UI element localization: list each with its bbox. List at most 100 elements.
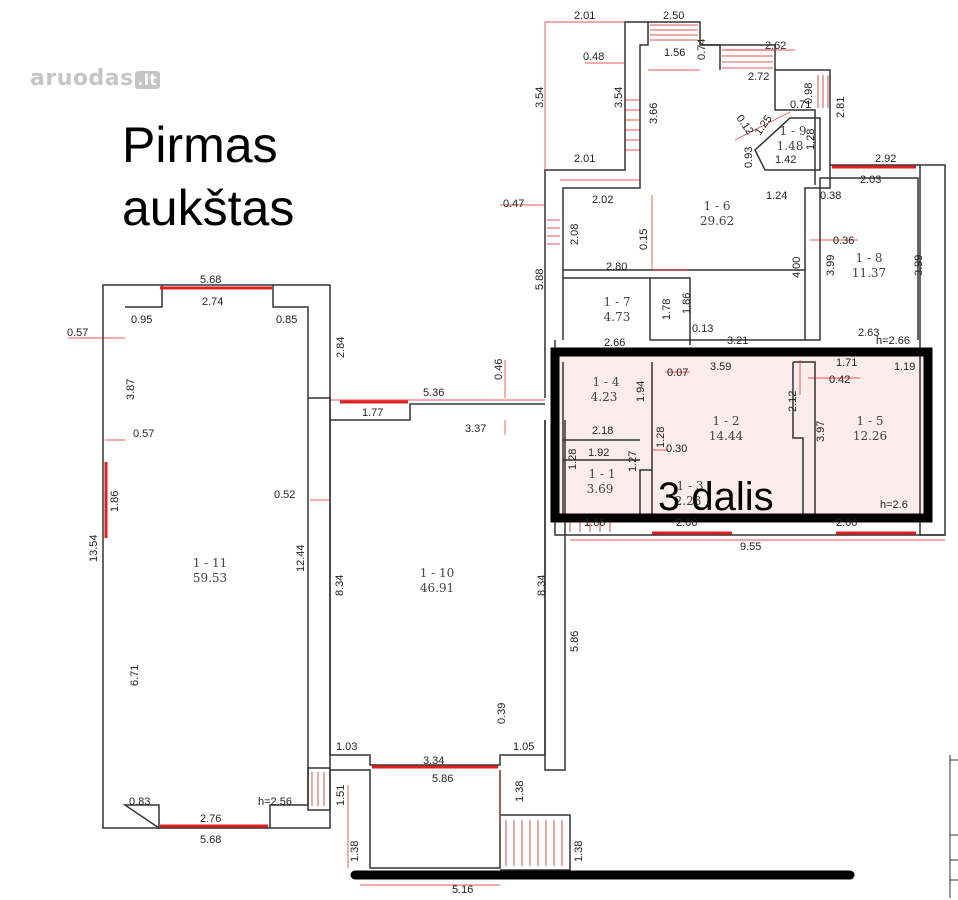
room-label: 1 - 2 (713, 414, 740, 428)
dimension-label: 2.72 (748, 71, 769, 83)
dimension-label: 1.03 (336, 741, 357, 753)
dimension-label: 1.51 (335, 785, 347, 806)
room-label: 1 - 3 (677, 479, 704, 493)
room-area: 12.26 (853, 429, 887, 443)
section-highlight (555, 352, 928, 518)
dimension-label: 1.24 (766, 190, 787, 202)
dimension-label: 5.88 (534, 269, 546, 290)
dimension-label: 1.38 (349, 841, 361, 862)
dimension-label: 1.38 (573, 841, 585, 862)
dimension-label: 2.06 (676, 517, 697, 529)
dimension-label: 2.12 (787, 391, 799, 412)
dimension-label: 1.28 (567, 449, 579, 470)
dimension-label: h=2.56 (258, 796, 292, 808)
dimension-label: 0.83 (129, 796, 150, 808)
dimension-label: 3.99 (825, 255, 837, 276)
dimension-label: 6.71 (129, 665, 141, 686)
room-area: 1.48 (777, 139, 804, 153)
dimension-label: 0.39 (496, 703, 508, 724)
room-area: 3.69 (587, 482, 614, 496)
dimension-label: 0.36 (833, 235, 854, 247)
dimension-label: 1.92 (588, 447, 609, 459)
dimension-label: 0.38 (820, 190, 841, 202)
logo-tld: .lt (134, 71, 161, 89)
corner-table (949, 755, 958, 898)
room-label: 1 - 11 (193, 556, 228, 570)
room-area: 14.44 (709, 429, 744, 443)
dimension-label: 0.93 (743, 147, 755, 168)
dimension-label: 2.81 (835, 97, 847, 118)
dimension-label: 1.05 (513, 741, 534, 753)
room-label: 1 - 4 (593, 375, 620, 389)
room-label: 1 - 10 (420, 566, 455, 580)
room-label: 1 - 6 (704, 199, 731, 213)
dimension-label: 8.34 (536, 575, 548, 596)
dimension-label: 9.55 (740, 541, 761, 553)
dimension-label: 2.66 (604, 337, 625, 349)
dimension-label: 1.28 (655, 427, 667, 448)
dimension-label: 1.56 (664, 47, 685, 59)
dimension-label: 2.01 (574, 10, 595, 22)
dimension-label: 3.99 (913, 255, 925, 276)
room-labels: 1 - 11 59.53 1 - 10 46.91 1 - 6 29.62 1 … (193, 124, 887, 595)
dimension-label: 3.87 (125, 379, 137, 400)
dimension-label: 2.80 (606, 261, 627, 273)
dimension-label: 1.78 (661, 299, 673, 320)
dimension-label: 2.50 (663, 10, 684, 22)
floor-title-line-1: Pirmas (122, 117, 278, 173)
dimension-label: 2.74 (202, 296, 223, 308)
dimension-label: 1.94 (635, 381, 647, 402)
dimension-label: 5.68 (200, 274, 221, 286)
dimension-label: 8.34 (334, 575, 346, 596)
dimension-label: 1.28 (805, 129, 817, 150)
dimension-lines (68, 21, 945, 886)
dimension-label: 1.86 (681, 293, 693, 314)
dimension-label: 0.52 (274, 489, 295, 501)
dimension-label: 1.42 (775, 154, 796, 166)
openings (104, 165, 916, 828)
dimension-label: 3.97 (815, 421, 827, 442)
dimension-label: 3.37 (465, 423, 486, 435)
room-area: 59.53 (193, 571, 227, 585)
room-area: 29.62 (700, 214, 734, 228)
dimension-label: 5.86 (569, 631, 581, 652)
dimension-label: 2.00 (836, 517, 857, 529)
dimension-label: 1.86 (109, 491, 121, 512)
room-label: 1 - 5 (857, 414, 884, 428)
dimension-label: 2.02 (592, 194, 613, 206)
dimension-label: h=2.66 (876, 335, 910, 347)
dimension-label: 13.54 (88, 534, 100, 562)
dimension-label: 0.15 (638, 229, 650, 250)
room-label: 1 - 9 (780, 124, 807, 138)
dimension-label: 2.18 (592, 425, 613, 437)
dimension-label: 0.57 (67, 327, 88, 339)
dimension-label: 3.59 (710, 361, 731, 373)
dimension-label: 1.66 (584, 517, 605, 529)
dimension-label: 0.71 (790, 99, 811, 111)
dimension-label: 2.08 (569, 224, 581, 245)
room-area: 4.73 (604, 310, 631, 324)
dimension-label: 3.21 (727, 335, 748, 347)
dimension-label: 5.86 (432, 773, 453, 785)
dimension-label: 0.85 (276, 314, 297, 326)
dimension-label: 0.46 (493, 359, 505, 380)
dimension-label: 3.34 (423, 755, 444, 767)
room-area: 11.37 (852, 266, 886, 280)
room-label: 1 - 7 (604, 295, 631, 309)
dimension-label: 2.63 (858, 327, 879, 339)
dimension-label: 0.95 (131, 314, 152, 326)
dimension-label: h=2.6 (880, 499, 908, 511)
room-label: 1 - 1 (589, 467, 616, 481)
floor-title-line-2: aukštas (122, 180, 295, 236)
dimension-label: 1.27 (627, 451, 639, 472)
dimension-labels: 2.01 2.50 0.48 1.56 0.74 2.62 2.72 3.54 … (67, 10, 925, 896)
logo-name: aruodas (30, 66, 134, 91)
room-area: 2.23 (675, 494, 702, 508)
dimension-label: 4.00 (791, 257, 803, 278)
section-label: 3 dalis (658, 475, 774, 519)
dimension-label: 1.71 (836, 357, 857, 369)
dimension-label: 0.48 (583, 51, 604, 63)
dimension-label: 1.19 (894, 361, 915, 373)
dimension-label: 0.74 (696, 39, 708, 60)
